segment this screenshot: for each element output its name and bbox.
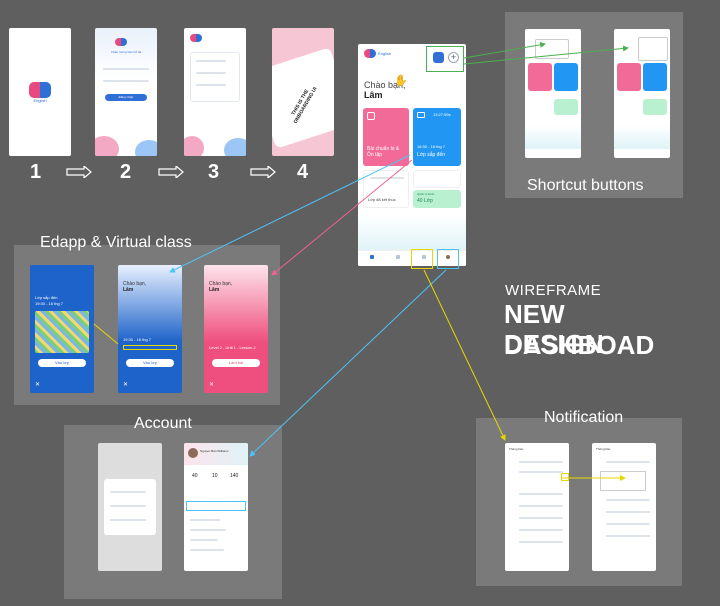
add-icon[interactable]: + [448,52,459,63]
close-icon[interactable]: ✕ [35,382,41,388]
avatar[interactable] [446,255,450,259]
notification-phone-2: Thông báo [592,443,656,571]
enter-class-button[interactable]: Vào lớp [38,359,86,367]
greeting: Chào bạn, [364,80,406,90]
step-label-4: 4 [297,161,309,183]
splash-phone: English [9,28,71,156]
flow-arrow-icon [250,166,276,178]
wave-hand-icon: ✋ [394,75,408,87]
home-icon[interactable] [370,255,374,259]
shortcut-icon-1[interactable] [433,52,444,63]
flow-arrow-icon [66,166,92,178]
avatar[interactable] [188,448,198,458]
notification-title: Notification [544,409,624,426]
step-label-1: 1 [30,161,42,183]
edapp-phone-2: Chào bạn, Lâm 19:30 - 16 thg 7 Vào lớp ✕ [118,265,182,393]
bell-icon[interactable] [422,255,426,259]
account-phone-2: Nguyen Ban Williams 40 10 140 [184,443,248,571]
wireframe-title-line2: DESIGN [504,329,604,359]
account-title: Account [134,415,192,432]
classes-count-card[interactable]: Quản lý khác 40 Lớp [413,190,461,208]
step-label-2: 2 [120,161,132,183]
app-logo: English [29,82,51,103]
shortcut-phone-1 [525,29,581,158]
shortcut-highlight [426,46,464,72]
login-button[interactable]: Đăng nhập [105,94,147,101]
account-panel [64,425,282,599]
main-dashboard-phone: English Chào bạn, Lâm ✋ Bài chuẩn bị & Ô… [358,44,466,266]
shortcut-title: Shortcut buttons [527,177,644,194]
account-select-phone [184,28,246,156]
login-phone: Chào mừng bạn trở lại Đăng nhập [95,28,157,156]
edapp-title: Edapp & Virtual class [40,234,192,251]
step-label-3: 3 [208,161,220,183]
edapp-phone-3: Chào bạn, Lâm Level 2 - Unit 1 - Lesson … [204,265,268,393]
class-icon[interactable] [396,255,400,259]
user-name: Lâm [364,90,383,100]
upcoming-class-card[interactable]: 13:27:59s 16:30 - 16 thg 7 Lớp sắp đến [413,108,461,166]
notification-phone-1: Thông báo [505,443,569,571]
flow-arrow-icon [158,166,184,178]
wireframe-label: WIREFRAME [505,282,602,299]
wireframe-title-line1: NEW DASHBOAD [504,299,655,360]
close-icon[interactable]: ✕ [209,382,215,388]
progress-card[interactable] [413,170,461,188]
account-phone-1 [98,443,162,571]
edapp-phone-1: Lớp sắp đến 19:30 - 16 thg 7 Vào lớp ✕ [30,265,94,393]
onboarding-phone: THIS IS THE ONBOARDING UI [272,28,334,156]
account-highlight [437,249,459,269]
prepare-review-card[interactable]: Bài chuẩn bị & Ôn tập [363,108,409,166]
close-icon[interactable]: ✕ [123,382,129,388]
shortcut-phone-2 [614,29,670,158]
finished-class-card[interactable]: Lớp đã kết thúc [363,170,409,208]
notification-highlight [411,249,433,269]
app-logo: English [364,49,391,58]
